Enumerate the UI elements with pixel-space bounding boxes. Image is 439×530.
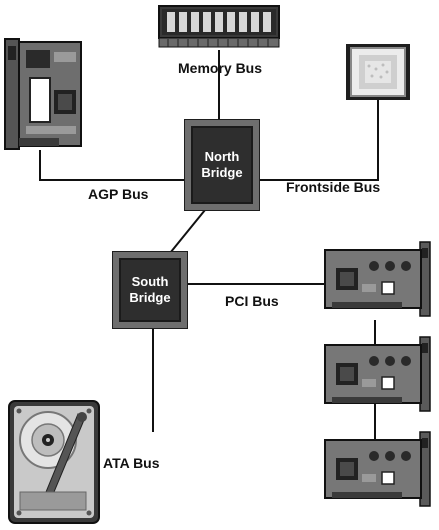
frontside-bus-label: Frontside Bus: [286, 179, 381, 195]
cpu-processor-icon: [345, 43, 411, 101]
north-bridge-label: North Bridge: [201, 149, 243, 180]
agp-bus-label: AGP Bus: [88, 186, 149, 202]
memory-bus-label: Memory Bus: [178, 60, 263, 76]
south-bridge-label: South Bridge: [129, 274, 171, 305]
pci-card-icon: [322, 430, 434, 508]
pci-card-icon: [322, 240, 434, 318]
agp-bus-line: [39, 150, 188, 181]
memory-module-icon: [158, 5, 280, 49]
agp-graphics-card-icon: [4, 38, 86, 152]
pci-bus-label: PCI Bus: [225, 293, 279, 309]
pci-card-icon: [322, 335, 434, 413]
frontside-bus-line: [250, 100, 379, 181]
south-bridge-chip: South Bridge: [113, 252, 187, 328]
northbridge-southbridge-line: [165, 209, 206, 259]
ata-bus-label: ATA Bus: [103, 455, 160, 471]
hard-drive-icon: [8, 400, 100, 525]
north-bridge-chip: North Bridge: [185, 120, 259, 210]
